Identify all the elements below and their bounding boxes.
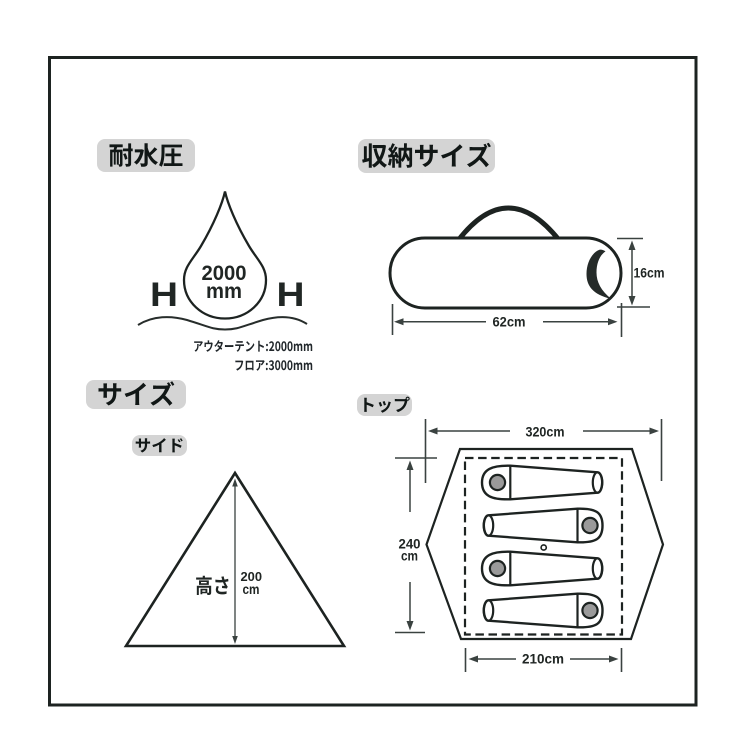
svg-text:mm: mm [206, 280, 242, 303]
svg-text:200: 200 [241, 570, 263, 584]
svg-text:62cm: 62cm [493, 314, 526, 329]
svg-text:16cm: 16cm [634, 265, 665, 280]
svg-text:210cm: 210cm [522, 652, 564, 667]
svg-text:cm: cm [401, 549, 418, 564]
svg-text:240: 240 [399, 536, 421, 552]
svg-text:H: H [277, 276, 305, 314]
svg-text:cm: cm [243, 582, 260, 597]
svg-text:2000: 2000 [202, 262, 247, 285]
svg-text:H: H [150, 276, 178, 314]
svg-text:320cm: 320cm [526, 424, 565, 439]
